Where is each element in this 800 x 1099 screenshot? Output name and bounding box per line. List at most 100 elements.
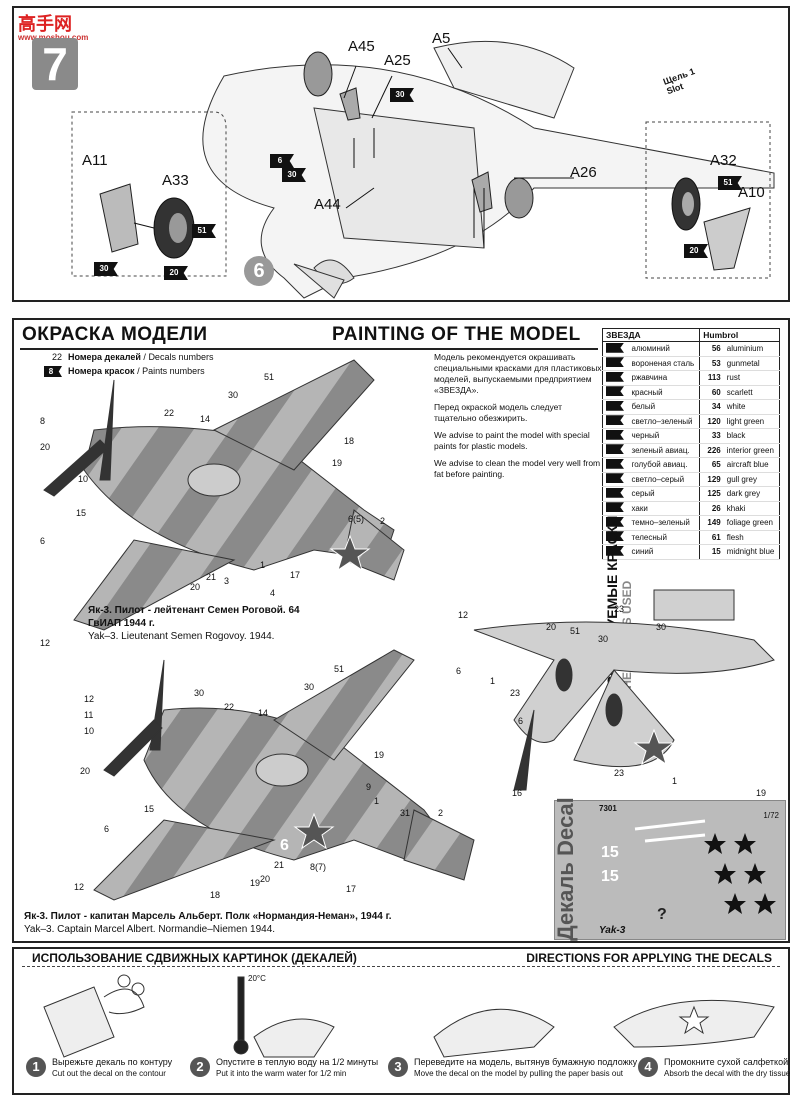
humbrol-number: 226 bbox=[699, 443, 724, 458]
callout-number: 2 bbox=[438, 808, 444, 818]
heading-rule bbox=[20, 348, 598, 350]
humbrol-color: aluminium bbox=[723, 341, 780, 357]
decal-sheet-art: 15 15 ? bbox=[601, 819, 776, 923]
callout-number: 6 bbox=[518, 716, 524, 726]
watermark: 高手网 www.moshou.com bbox=[18, 14, 88, 42]
humbrol-color: foliage green bbox=[723, 515, 780, 531]
humbrol-number: 60 bbox=[699, 385, 724, 400]
humbrol-number: 53 bbox=[699, 356, 724, 371]
paint-flag-icon bbox=[606, 545, 624, 556]
callout-number: 15 bbox=[144, 804, 155, 814]
callout-number: 1 bbox=[374, 796, 380, 806]
paint-flag-icon bbox=[606, 473, 624, 484]
callout-number: 51 bbox=[264, 372, 275, 382]
zvezda-color: черный bbox=[628, 428, 700, 444]
paint-flag-icon bbox=[606, 487, 624, 498]
svg-text:15: 15 bbox=[601, 868, 619, 885]
callout-number: 17 bbox=[290, 570, 301, 580]
caption-albert: Як-3. Пилот - капитан Марсель Альберт. П… bbox=[24, 911, 392, 935]
humbrol-color: rust bbox=[723, 370, 780, 386]
paint-flag-icon bbox=[606, 357, 624, 368]
zvezda-color: алюминий bbox=[628, 341, 700, 357]
part-label-a25: A25 bbox=[384, 52, 411, 69]
caption-rogovoy: Як-3. Пилот - лейтенант Семен Роговой. 6… bbox=[88, 605, 300, 642]
plane-underside bbox=[473, 589, 775, 791]
zvezda-color: телесный bbox=[628, 530, 700, 545]
color-flag: 20 bbox=[164, 266, 188, 280]
zvezda-color: зеленый авиац. bbox=[628, 443, 700, 458]
callout-number: 23 bbox=[510, 688, 521, 698]
callout-number: 30 bbox=[656, 622, 667, 632]
color-flag: 30 bbox=[282, 168, 306, 182]
svg-text:15: 15 bbox=[294, 563, 312, 580]
zvezda-color: синий bbox=[628, 544, 700, 560]
callout-number: 15 bbox=[76, 508, 87, 518]
callout-number: 20 bbox=[80, 766, 91, 776]
callout-number: 30 bbox=[598, 634, 609, 644]
painting-diagrams: 15 6 bbox=[43, 359, 775, 901]
dashed-rule bbox=[22, 966, 780, 967]
zvezda-color: голубой авиац. bbox=[628, 457, 700, 473]
callout-number: 14 bbox=[258, 708, 269, 718]
callout-number: 9 bbox=[366, 782, 372, 792]
callout-number: 23 bbox=[614, 604, 625, 614]
humbrol-color: flesh bbox=[723, 530, 780, 545]
callout-number: 6 bbox=[40, 536, 46, 546]
zvezda-color: белый bbox=[628, 399, 700, 415]
callout-number: 6(5) bbox=[348, 514, 365, 524]
paint-flag-icon bbox=[606, 458, 624, 469]
callout-number: 6 bbox=[456, 666, 462, 676]
callout-number: 18 bbox=[210, 890, 221, 900]
painting-title-ru: ОКРАСКА МОДЕЛИ bbox=[22, 324, 208, 345]
callout-number: 14 bbox=[200, 414, 211, 424]
decal-title-en: DIRECTIONS FOR APPLYING THE DECALS bbox=[526, 951, 772, 965]
decal-directions-panel: ИСПОЛЬЗОВАНИЕ СДВИЖНЫХ КАРТИНОК (ДЕКАЛЕЙ… bbox=[12, 947, 790, 1095]
svg-text:?: ? bbox=[657, 906, 667, 923]
color-flag: 30 bbox=[94, 262, 118, 276]
zvezda-color: темно–зеленый bbox=[628, 515, 700, 531]
decal-sheet: 7301 1/72 Декаль Decal 15 15 ? Yak-3 bbox=[553, 797, 786, 941]
humbrol-color: midnight blue bbox=[723, 544, 780, 560]
paint-flag-icon bbox=[606, 531, 624, 542]
callout-number: 12 bbox=[458, 610, 469, 620]
callout-number: 20 bbox=[546, 622, 557, 632]
color-flag: 30 bbox=[390, 88, 414, 102]
callout-number: 30 bbox=[228, 390, 239, 400]
callout-number: 1 bbox=[672, 776, 678, 786]
callout-number: 6 bbox=[104, 824, 110, 834]
callout-number: 10 bbox=[78, 474, 89, 484]
part-label-a10: A10 bbox=[738, 184, 765, 201]
humbrol-color: gull grey bbox=[723, 472, 780, 487]
callout-number: 19 bbox=[756, 788, 767, 798]
humbrol-number: 129 bbox=[699, 472, 724, 487]
paint-flag-icon bbox=[606, 342, 624, 353]
sub-step-badge: 6 bbox=[244, 256, 274, 286]
callout-number: 21 bbox=[274, 860, 285, 870]
zvezda-color: красный bbox=[628, 385, 700, 400]
painting-instructions: Модель рекомендуется окрашивать специаль… bbox=[434, 352, 602, 479]
callout-number: 12 bbox=[40, 638, 51, 648]
callout-number: 1 bbox=[490, 676, 496, 686]
humbrol-color: interior green bbox=[723, 443, 780, 458]
callout-number: 8 bbox=[40, 416, 46, 426]
decal-illustrations: 20°C bbox=[43, 974, 775, 1058]
paint-flag-icon bbox=[606, 502, 624, 513]
callout-number: 31 bbox=[400, 808, 411, 818]
humbrol-number: 15 bbox=[699, 544, 724, 560]
humbrol-number: 56 bbox=[699, 341, 724, 357]
decal-title-ru: ИСПОЛЬЗОВАНИЕ СДВИЖНЫХ КАРТИНОК (ДЕКАЛЕЙ… bbox=[32, 951, 357, 965]
